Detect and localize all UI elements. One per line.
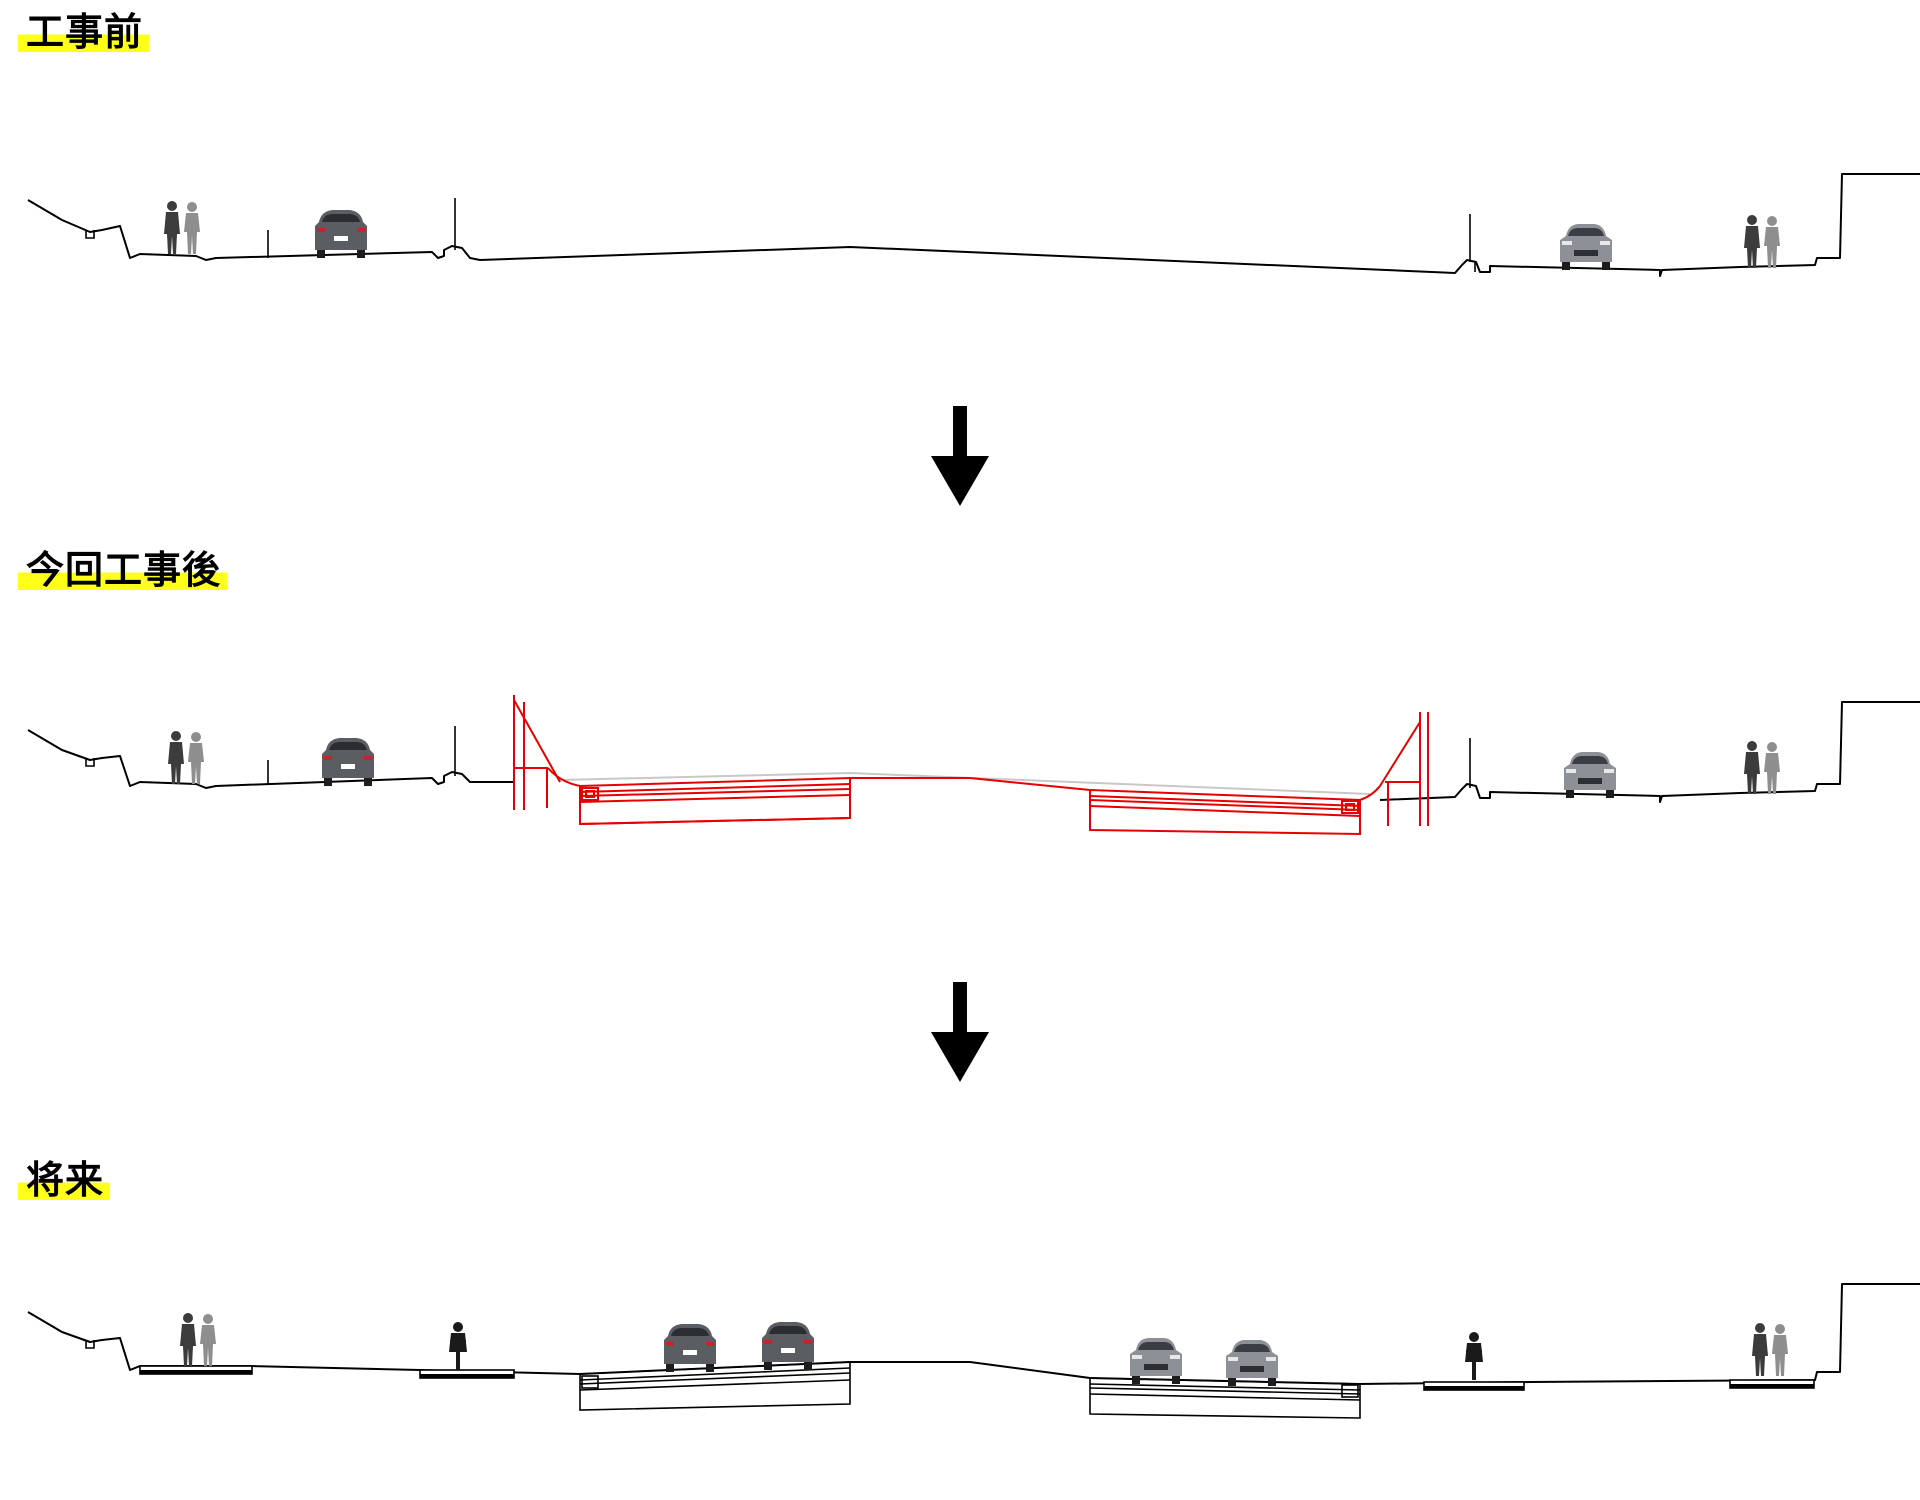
cyclist-icon (449, 1322, 467, 1370)
ground-profile-after (27, 729, 515, 789)
cyclist-icon (1465, 1332, 1483, 1380)
new-structure-red (513, 695, 1429, 836)
pedestrian-pair-icon (1744, 741, 1780, 794)
pedestrian-pair-icon (1752, 1323, 1788, 1376)
pedestrian-pair-icon (168, 731, 204, 784)
sedan-rear-icon (315, 210, 367, 258)
walkway-deck (139, 1365, 1815, 1391)
down-arrow-icon (931, 406, 989, 506)
sedan-front-icon (1130, 1338, 1182, 1384)
ground-profile-after-right (1379, 701, 1920, 803)
ground-profile-future (27, 1283, 1920, 1385)
stage-label-future: 将来 (18, 1158, 111, 1202)
sedan-front-icon (1560, 224, 1612, 270)
ground-profile-before (27, 173, 1920, 277)
pedestrian-pair-icon (1744, 215, 1780, 268)
stage-label-after: 今回工事後 (18, 548, 228, 592)
section-after (27, 695, 1920, 836)
sedan-rear-icon (762, 1322, 814, 1370)
down-arrow-icon (931, 982, 989, 1082)
sedan-front-icon (1564, 752, 1616, 798)
sedan-front-icon (1226, 1340, 1278, 1386)
sedan-rear-icon (664, 1324, 716, 1372)
pedestrian-pair-icon (164, 201, 200, 254)
stage-label-before: 工事前 (18, 10, 150, 54)
section-future (27, 1283, 1920, 1419)
section-before (27, 173, 1920, 277)
sedan-rear-icon (322, 738, 374, 786)
pedestrian-pair-icon (180, 1313, 216, 1366)
